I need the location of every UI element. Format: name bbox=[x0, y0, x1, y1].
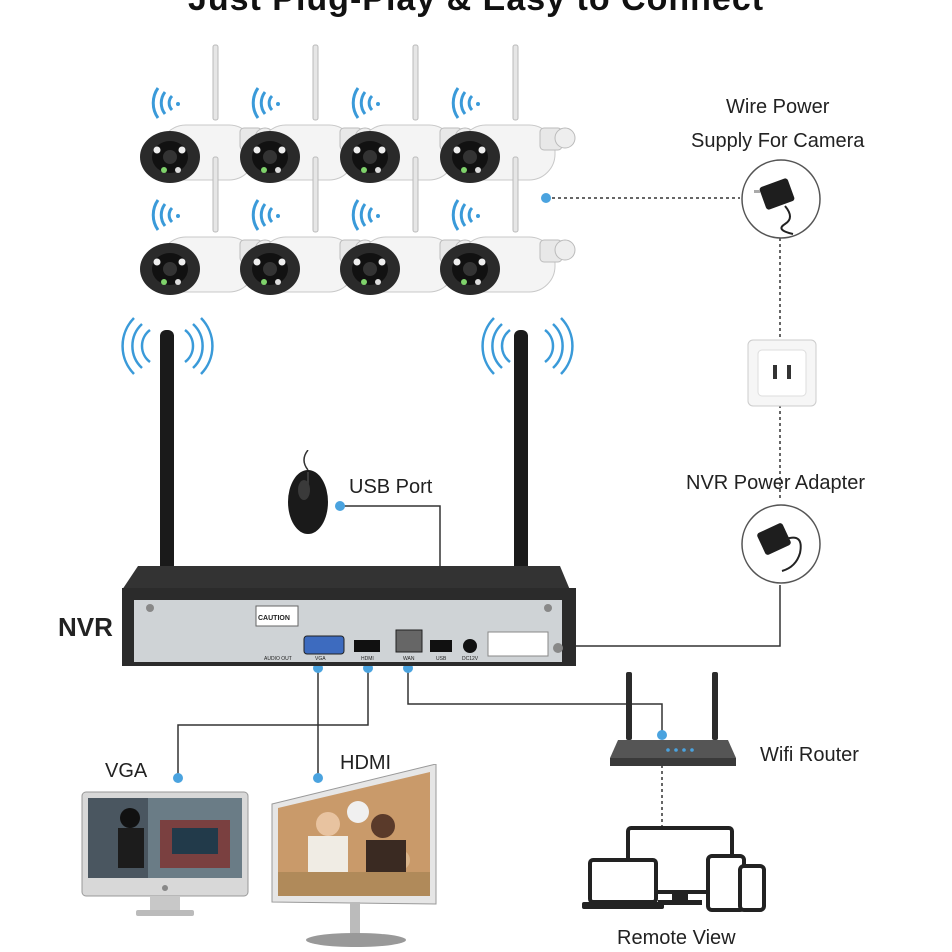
nvr-power-adapter-icon bbox=[741, 504, 821, 584]
hdmi-monitor-icon bbox=[271, 764, 437, 947]
remote-devices-icon bbox=[582, 826, 766, 912]
page-title: Just Plug-Play & Easy to Connect bbox=[0, 0, 952, 19]
wire-power-sub-label: Supply For Camera bbox=[691, 130, 865, 152]
wifi-router-label: Wifi Router bbox=[760, 744, 859, 766]
nvr-wan-port-label: WAN bbox=[403, 656, 415, 662]
nvr-audio-out-label: AUDIO OUT bbox=[264, 656, 292, 662]
usb-port-label: USB Port bbox=[349, 476, 433, 498]
wall-socket-icon bbox=[747, 339, 817, 407]
remote-view-label: Remote View bbox=[617, 927, 736, 949]
hdmi-label: HDMI bbox=[340, 752, 392, 774]
nvr-usb-port-label: USB bbox=[436, 656, 447, 662]
nvr-label: NVR bbox=[58, 612, 113, 642]
nvr-device bbox=[122, 330, 576, 666]
nvr-antenna-right bbox=[514, 330, 528, 630]
nvr-vga-port-label: VGA bbox=[315, 656, 326, 662]
nvr-dc-port-label: DC12V bbox=[462, 656, 479, 662]
vga-monitor-icon bbox=[81, 791, 249, 916]
nvr-right-wifi-icon bbox=[481, 317, 574, 375]
wire-power-label: Wire Power bbox=[726, 96, 830, 118]
camera-power-adapter-icon bbox=[741, 159, 821, 239]
nvr-antenna-left bbox=[160, 330, 174, 630]
wifi-router-icon bbox=[610, 672, 736, 766]
nvr-hdmi-port-label: HDMI bbox=[361, 656, 374, 662]
nvr-left-wifi-icon bbox=[121, 317, 214, 375]
mouse-icon bbox=[288, 450, 328, 534]
nvr-caution-label: CAUTION bbox=[258, 615, 290, 622]
camera-array bbox=[138, 43, 577, 297]
vga-label: VGA bbox=[105, 760, 148, 782]
nvr-power-adapter-label: NVR Power Adapter bbox=[686, 472, 865, 494]
